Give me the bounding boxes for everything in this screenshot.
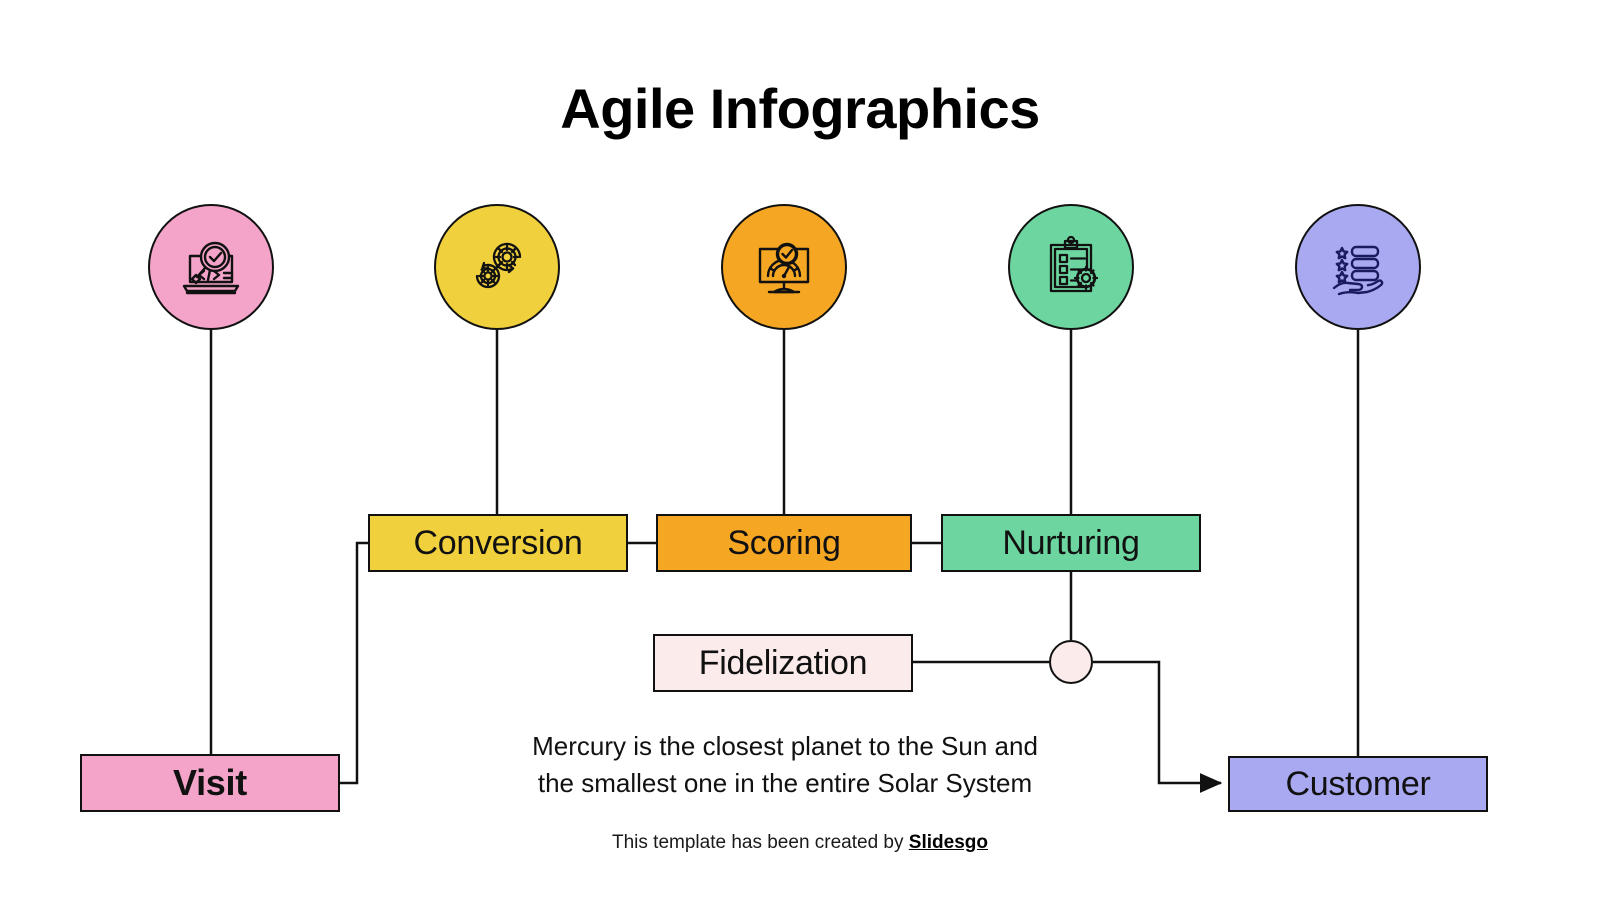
description-text: Mercury is the closest planet to the Sun…: [455, 728, 1115, 802]
stage-label-conversion: Conversion: [413, 523, 583, 562]
stage-box-nurturing[interactable]: Nurturing: [941, 514, 1201, 572]
description-line-2: the smallest one in the entire Solar Sys…: [537, 767, 1033, 798]
stage-box-conversion[interactable]: Conversion: [368, 514, 628, 572]
stage-label-scoring: Scoring: [727, 523, 841, 562]
icon-node-conversion[interactable]: [434, 204, 560, 330]
gears-icon: [462, 232, 532, 302]
icon-node-nurturing[interactable]: [1008, 204, 1134, 330]
description-line-1: Mercury is the closest planet to the Sun…: [532, 731, 1038, 761]
stage-label-customer: Customer: [1285, 764, 1431, 803]
footer-credit: This template has been created by Slides…: [0, 832, 1600, 854]
stage-label-visit: Visit: [173, 762, 247, 803]
icon-node-customer[interactable]: [1295, 204, 1421, 330]
stage-box-scoring[interactable]: Scoring: [656, 514, 912, 572]
stage-box-customer[interactable]: Customer: [1228, 756, 1488, 812]
stage-box-visit[interactable]: Visit: [80, 754, 340, 812]
stage-label-fidelization: Fidelization: [698, 643, 868, 682]
clipboard-gear-icon: [1035, 231, 1107, 303]
icon-node-scoring[interactable]: [721, 204, 847, 330]
stage-label-nurturing: Nurturing: [1002, 523, 1140, 562]
page-title: Agile Infographics: [560, 77, 1040, 140]
junction-node: [1049, 640, 1093, 684]
footer-prefix: This template has been created by: [612, 832, 909, 853]
icon-node-visit[interactable]: [148, 204, 274, 330]
link-visit-to-conversion: [340, 541, 368, 785]
hand-rating-icon: [1321, 230, 1395, 304]
stage-box-fidelization[interactable]: Fidelization: [653, 634, 913, 692]
slidesgo-link[interactable]: Slidesgo: [908, 832, 988, 853]
code-search-icon: [174, 230, 248, 304]
link-junction-to-customer: [1093, 660, 1223, 793]
monitor-gauge-icon: [747, 230, 821, 304]
